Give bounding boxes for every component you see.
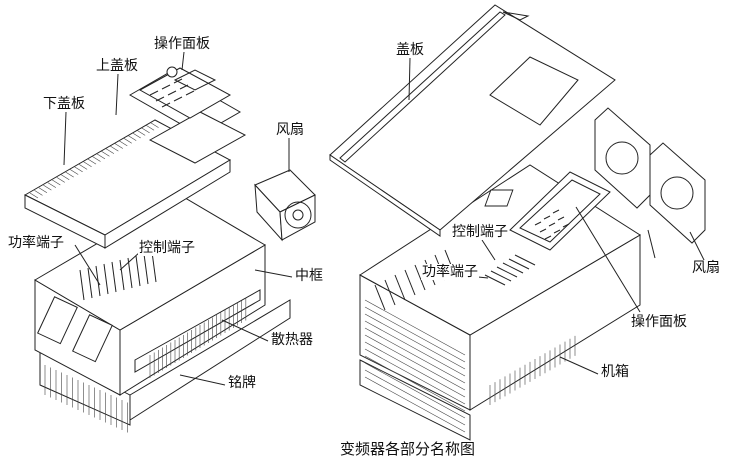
left-operation-panel <box>138 66 232 119</box>
right-chassis <box>359 164 641 441</box>
label-control-terminal: 控制端子 <box>138 240 196 256</box>
label-power-terminal: 功率端子 <box>7 235 65 251</box>
label-upper-cover: 上盖板 <box>95 58 139 74</box>
right-leader-lines <box>408 57 706 375</box>
left-middle-frame <box>34 194 266 396</box>
label-middle-frame: 中框 <box>294 268 324 284</box>
diagram-caption: 变频器各部分名称图 <box>340 440 476 458</box>
label-fan: 风扇 <box>275 122 305 138</box>
label-chassis: 机箱 <box>600 364 630 380</box>
label-power-terminal-right: 功率端子 <box>421 264 479 280</box>
label-cover: 盖板 <box>395 42 425 58</box>
left-leader-lines <box>63 51 293 386</box>
label-lower-cover: 下盖板 <box>42 96 86 112</box>
left-heatsink <box>39 299 291 433</box>
label-operation-panel: 操作面板 <box>153 36 211 52</box>
label-operation-panel-right: 操作面板 <box>630 314 688 330</box>
label-control-terminal-right: 控制端子 <box>451 224 509 240</box>
right-cover <box>329 4 616 237</box>
label-nameplate: 铭牌 <box>227 375 257 391</box>
label-fan-right: 风扇 <box>691 260 721 276</box>
left-fan <box>254 169 316 242</box>
right-fans <box>594 107 706 244</box>
left-terminals <box>79 251 157 301</box>
label-heatsink: 散热器 <box>270 332 314 348</box>
